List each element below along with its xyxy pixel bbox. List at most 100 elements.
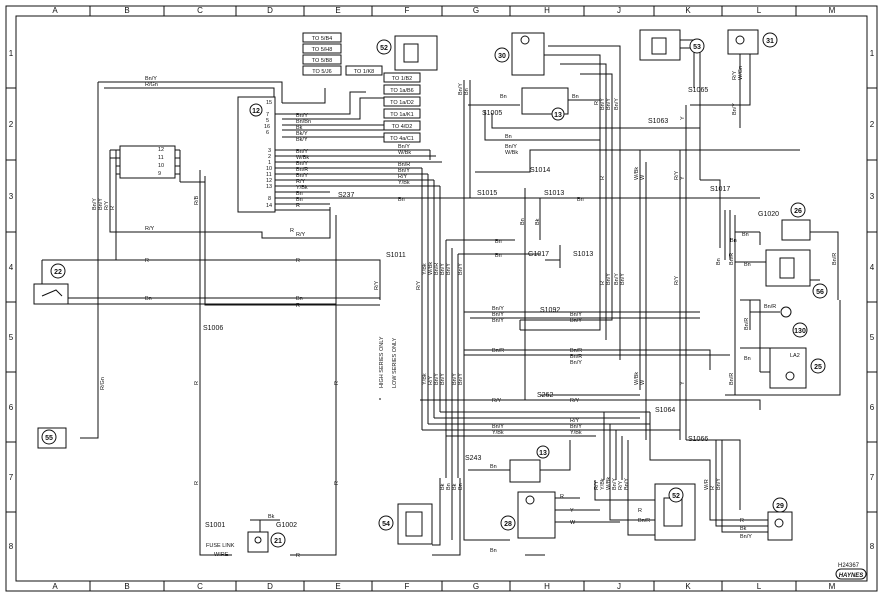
wire-label: R/Y: [618, 481, 624, 491]
wire-label: Bn/Y: [398, 144, 410, 150]
wire-label: Bn/R: [744, 318, 750, 330]
wire-labels: Bn/Y R/Gn Bn/Y Bn/Bn Bk Bk/Y Bk/Y Bn/Y W…: [92, 66, 838, 559]
row-label-7-right: 7: [870, 473, 875, 482]
wire-label: R/Y: [428, 376, 434, 386]
wire-label: Bn: [398, 197, 405, 203]
col-label-a-bottom: A: [52, 582, 58, 591]
wire-label: R: [600, 281, 606, 285]
wire-label: Bk: [740, 526, 747, 532]
wire-label: Bn/R: [492, 348, 504, 354]
wire-label: R/Y: [374, 281, 380, 291]
haynes-badge: [835, 568, 867, 580]
wire-label: Bn/R: [832, 253, 838, 265]
wire-label: Bn/Y: [492, 424, 504, 430]
to-box-2-text: TO 5/H8: [312, 47, 333, 53]
wire-label: Bn: [490, 548, 497, 554]
wire-label: R/Y: [570, 398, 580, 404]
wire-label: R: [334, 481, 340, 485]
component-ref-21: 21: [274, 538, 282, 545]
wire-label: R: [110, 206, 116, 210]
haynes-badge-text: HAYNES: [839, 573, 864, 579]
component-53: 52: [654, 483, 696, 541]
note-high-series: HIGH SERIES ONLY: [379, 336, 385, 388]
splice-s1014: S1014: [530, 167, 550, 174]
row-label-5: 5: [9, 333, 14, 342]
row-label-7: 7: [9, 473, 14, 482]
ground-g1002: G1002: [276, 522, 297, 529]
ground-g1017: G1017: [528, 251, 549, 258]
wire-label: Bn/Y: [606, 98, 612, 110]
col-label-a: A: [52, 6, 58, 15]
pin-1: 1: [268, 160, 271, 166]
wire-label: Bk/Y: [296, 137, 308, 143]
wire-label: R: [560, 494, 564, 500]
component-22: 22: [33, 263, 69, 305]
wire-label: Bn: [145, 296, 152, 302]
pin-10: 10: [266, 166, 272, 172]
wire-label: Bn: [446, 483, 452, 490]
diagram-id: H24367 HAYNES: [835, 563, 867, 580]
splice-s243: S243: [465, 455, 481, 462]
to-box-3: [302, 54, 342, 65]
wire-label: Bn/R: [570, 354, 582, 360]
wire-label: Bn/R: [764, 304, 776, 310]
row-label-3: 3: [9, 192, 14, 201]
component-29: 29: [767, 497, 793, 541]
wire-label: Bn/Y: [440, 373, 446, 385]
wire-label: Bn/Y: [296, 149, 308, 155]
component-ref-22: 22: [54, 269, 62, 276]
row-label-6: 6: [9, 403, 14, 412]
col-label-h-bottom: H: [544, 582, 550, 591]
wire-label: R: [710, 486, 716, 490]
wire-label: Bn: [490, 464, 497, 470]
wire-label: Y: [680, 176, 686, 180]
wire-label: R: [600, 176, 606, 180]
wire-label: Bn/R: [570, 348, 582, 354]
component-ref-54: 52: [380, 45, 388, 52]
wire-label: Bn/R: [729, 373, 735, 385]
col-label-c-bottom: C: [197, 582, 203, 591]
to-box-11-text: TO 4a/C1: [390, 136, 414, 142]
pin-2: 2: [268, 154, 271, 160]
col-label-e: E: [335, 6, 340, 15]
pin-12: 12: [266, 178, 272, 184]
pin-13: 13: [266, 184, 272, 190]
component-ref-13: 13: [554, 112, 562, 119]
wire-label: Bn/R: [296, 167, 308, 173]
wire-label: Bn/Y: [145, 76, 157, 82]
connector-block-left: 12 11 10 9: [119, 145, 176, 179]
pin-7: 7: [266, 112, 269, 118]
col-label-j-bottom: J: [617, 582, 621, 591]
wire-label: Bn/Y: [296, 113, 308, 119]
wire-label: Bn/Y: [570, 312, 582, 318]
wire-label: R: [194, 381, 200, 385]
to-box-7-text: TO 1a/B6: [390, 88, 413, 94]
wire-label: Y/Bk: [570, 430, 582, 436]
col-label-g-bottom: G: [473, 582, 479, 591]
wire-label: Bn/Y: [452, 373, 458, 385]
wire-label: R: [740, 518, 744, 524]
col-label-m: M: [829, 6, 836, 15]
row-label-1-right: 1: [870, 49, 875, 58]
wire-label: R: [145, 258, 149, 264]
component-30: 30: [494, 32, 545, 76]
col-label-l-bottom: L: [757, 582, 762, 591]
wire-label: Bn/Y: [614, 273, 620, 285]
splice-s1066: S1066: [688, 436, 708, 443]
col-label-k-bottom: K: [685, 582, 691, 591]
ground-g1020: G1020: [758, 211, 779, 218]
splice-s1001: S1001: [205, 522, 225, 529]
wire-label: Y/Bk: [296, 185, 308, 191]
wire-label: W/R: [704, 479, 710, 490]
wire-label: Bk: [268, 514, 275, 520]
wire-label: Bn: [296, 296, 303, 302]
wire-label: Bn/Bn: [296, 119, 311, 125]
to-box-9: [383, 108, 421, 119]
wire-label: R: [296, 203, 300, 209]
wire-label: W/Bk: [398, 150, 411, 156]
component-13-bottom: 13: [509, 445, 550, 483]
splice-s1011: S1011: [386, 252, 406, 259]
wire-label: Bn: [577, 197, 584, 203]
wire-label: R/Y: [732, 71, 738, 81]
